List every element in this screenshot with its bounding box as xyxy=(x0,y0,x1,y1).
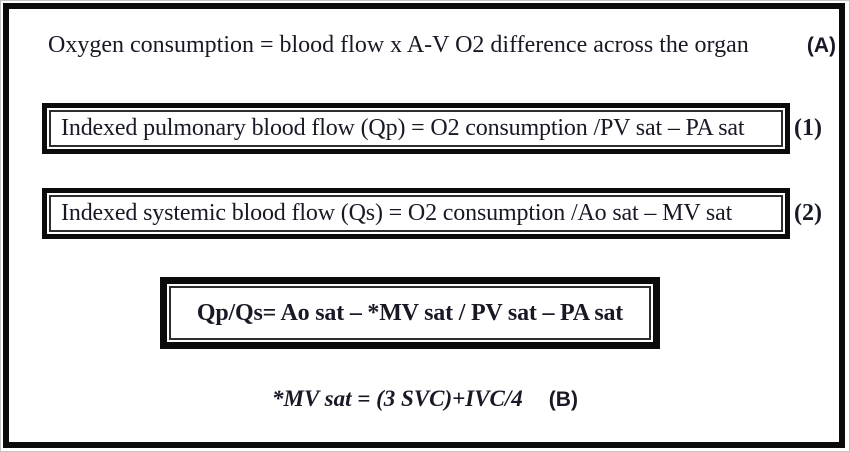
equation-b-text: *MV sat = (3 SVC)+IVC/4 xyxy=(272,386,523,411)
equation-2-box: Indexed systemic blood flow (Qs) = O2 co… xyxy=(42,188,790,239)
equation-b-row: *MV sat = (3 SVC)+IVC/4 (B) xyxy=(0,386,850,412)
equation-a-label: (A) xyxy=(806,34,836,57)
equation-qpqs-box: Qp/Qs= Ao sat – *MV sat / PV sat – PA sa… xyxy=(160,277,660,349)
equation-2-inner-box: Indexed systemic blood flow (Qs) = O2 co… xyxy=(49,195,783,232)
equation-2-text: Indexed systemic blood flow (Qs) = O2 co… xyxy=(61,200,733,226)
equation-1-box: Indexed pulmonary blood flow (Qp) = O2 c… xyxy=(42,103,790,154)
equation-a-text: Oxygen consumption = blood flow x A-V O2… xyxy=(48,32,749,58)
equation-a-row: Oxygen consumption = blood flow x A-V O2… xyxy=(48,31,836,60)
equation-2-label: (2) xyxy=(794,200,822,226)
equation-b-label: (B) xyxy=(548,388,578,411)
equation-qpqs-text: Qp/Qs= Ao sat – *MV sat / PV sat – PA sa… xyxy=(196,300,624,326)
equation-1-inner-box: Indexed pulmonary blood flow (Qp) = O2 c… xyxy=(49,110,783,147)
equation-qpqs-inner-box: Qp/Qs= Ao sat – *MV sat / PV sat – PA sa… xyxy=(169,286,651,340)
equation-1-text: Indexed pulmonary blood flow (Qp) = O2 c… xyxy=(61,115,745,141)
equation-1-label: (1) xyxy=(794,115,822,141)
